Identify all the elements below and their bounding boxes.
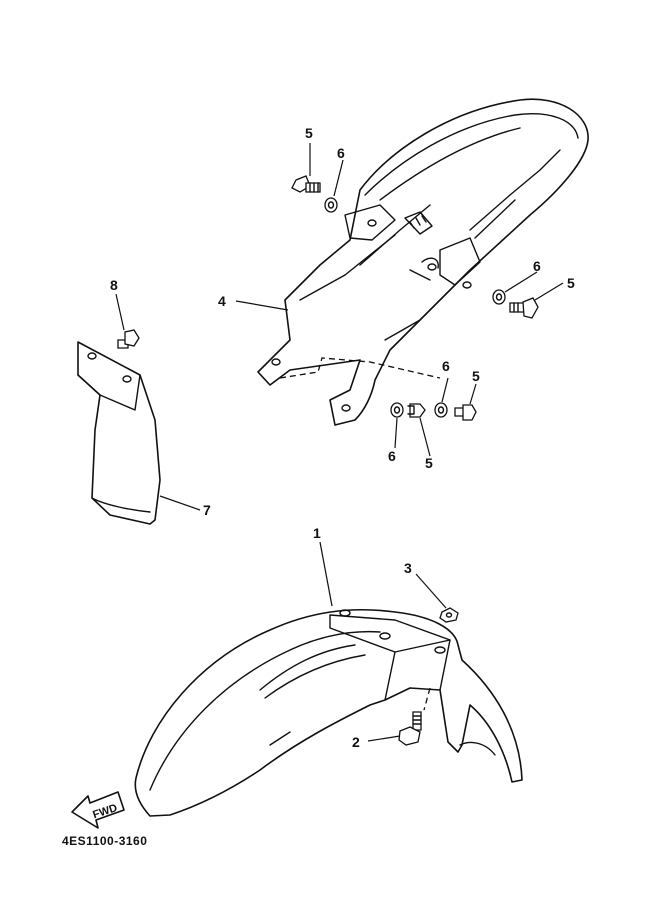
front-fender: [134, 608, 523, 817]
bolt-right: [509, 297, 539, 319]
callout-6-right: 6: [533, 258, 541, 274]
washer-top: [324, 197, 338, 213]
callout-7: 7: [203, 502, 211, 518]
washer-right: [492, 289, 506, 305]
callout-6-top: 6: [337, 145, 345, 161]
callout-6-lower: 6: [388, 448, 396, 464]
callout-2: 2: [352, 734, 360, 750]
nut-front-fender: [439, 607, 459, 623]
fwd-arrow-icon: FWD: [71, 791, 125, 829]
callout-5-right: 5: [567, 275, 575, 291]
bolt-lower-left: [407, 403, 426, 418]
callout-4: 4: [218, 293, 226, 309]
callout-1: 1: [313, 525, 321, 541]
callout-5-top: 5: [305, 125, 313, 141]
callout-3: 3: [404, 560, 412, 576]
leader-lines: [115, 143, 564, 742]
mud-flap: [77, 341, 161, 525]
rear-fender: [257, 98, 589, 426]
bolt-axis-line: [423, 687, 431, 711]
callout-6-lower-right: 6: [442, 358, 450, 374]
diagram-code: 4ES1100-3160: [62, 834, 147, 848]
bolt-mudflap: [117, 329, 140, 349]
callout-5-lower-right: 5: [472, 368, 480, 384]
washer-lower-right: [434, 402, 448, 418]
callout-8: 8: [110, 277, 118, 293]
callout-5-lower: 5: [425, 455, 433, 471]
washer-lower-left: [390, 402, 404, 418]
bolt-top: [291, 175, 321, 193]
bolt-lower-right: [454, 404, 477, 421]
bolt-front-fender: [398, 711, 422, 746]
